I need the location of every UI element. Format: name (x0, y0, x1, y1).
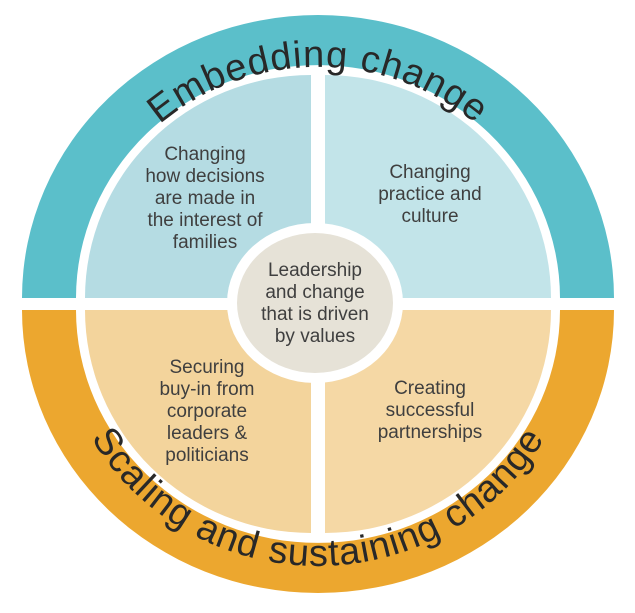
label-line: by values (274, 326, 356, 347)
label-line: the interest of (147, 210, 263, 231)
label-line: buy-in from (159, 379, 255, 400)
ring-bottom-half (22, 310, 614, 593)
label-line: that is driven (261, 304, 369, 325)
label-line: practice and (378, 184, 482, 205)
quadrant-top-left (85, 75, 311, 298)
label-line: Creating (394, 378, 466, 399)
label-line: Securing (169, 357, 245, 378)
label-line: corporate (166, 401, 248, 422)
ring-top-half (22, 15, 614, 298)
quadrant-label-top-left: Changing how decisions are made in the i… (145, 144, 264, 254)
label-line: partnerships (377, 422, 483, 443)
quadrant-bottom-right (325, 310, 551, 533)
center-label: Leadership and change that is driven by … (261, 260, 369, 348)
label-line: and change (265, 282, 365, 303)
quadrant-bottom-left (85, 310, 311, 533)
label-line: politicians (165, 445, 249, 466)
quadrant-label-bottom-right: Creating successful partnerships (378, 378, 483, 444)
label-line: are made in (154, 188, 256, 209)
label-line: families (172, 232, 238, 253)
quadrant-label-top-right: Changing practice and culture (378, 162, 482, 228)
label-line: successful (385, 400, 475, 421)
label-line: leaders & (166, 423, 248, 444)
label-line: Changing (389, 162, 471, 183)
quadrant-top-right (325, 75, 551, 298)
label-line: how decisions (145, 166, 265, 187)
quadrant-label-bottom-left: Securing buy-in from corporate leaders &… (159, 357, 254, 467)
center-circle (237, 233, 393, 373)
label-line: Leadership (267, 260, 363, 281)
label-line: culture (401, 206, 459, 227)
label-line: Changing (164, 144, 246, 165)
